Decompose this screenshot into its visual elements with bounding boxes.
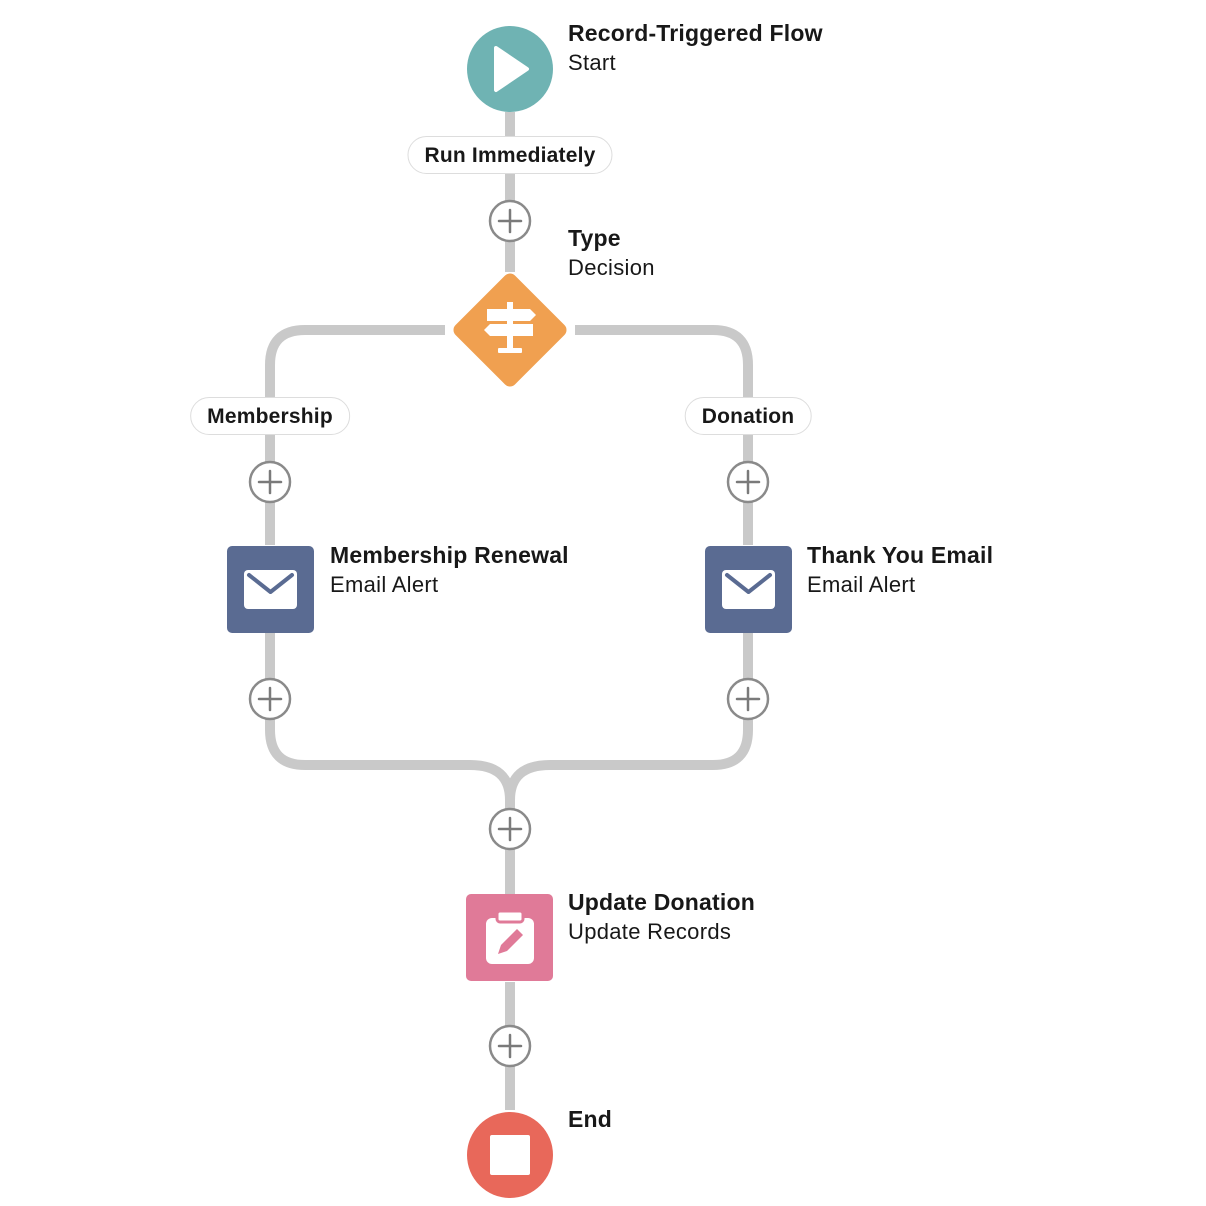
thank-you-email-node[interactable] [705, 546, 792, 633]
update-donation-node[interactable] [466, 894, 553, 981]
membership-renewal-node-label: Membership Renewal Email Alert [330, 541, 569, 599]
add-element-button-donation[interactable] [726, 460, 770, 504]
connector-left-branch-merge [265, 633, 515, 801]
update-donation-node-label: Update Donation Update Records [568, 888, 755, 946]
end-node[interactable] [467, 1112, 553, 1198]
start-node-title: Record-Triggered Flow [568, 20, 823, 46]
connector-decision-left-branch [265, 325, 445, 545]
start-node[interactable] [467, 26, 553, 112]
envelope-icon [244, 570, 297, 609]
decision-node[interactable] [451, 271, 570, 390]
update-donation-subtitle: Update Records [568, 919, 732, 944]
membership-renewal-node[interactable] [227, 546, 314, 633]
start-node-label: Record-Triggered Flow Start [568, 19, 823, 77]
clipboard-edit-icon [486, 909, 534, 964]
decision-node-subtitle: Decision [568, 255, 655, 280]
outcome-pill-membership[interactable]: Membership [190, 397, 350, 435]
thank-you-email-title: Thank You Email [807, 542, 994, 568]
thank-you-email-node-label: Thank You Email Email Alert [807, 541, 993, 599]
start-node-subtitle: Start [568, 50, 616, 75]
add-element-button-membership[interactable] [248, 460, 292, 504]
add-element-button-after-thank-you-email[interactable] [726, 677, 770, 721]
thank-you-email-subtitle: Email Alert [807, 572, 916, 597]
membership-renewal-title: Membership Renewal [330, 542, 569, 568]
run-immediately-pill[interactable]: Run Immediately [407, 136, 613, 174]
envelope-icon [722, 570, 775, 609]
decision-node-title: Type [568, 225, 621, 251]
end-node-title: End [568, 1106, 613, 1132]
update-donation-title: Update Donation [568, 889, 755, 915]
add-element-button-after-merge[interactable] [488, 807, 532, 851]
connector-right-branch-merge [505, 633, 753, 801]
add-element-button-before-end[interactable] [488, 1024, 532, 1068]
signpost-icon [484, 302, 536, 353]
add-element-button-after-membership-renewal[interactable] [248, 677, 292, 721]
stop-icon [490, 1135, 530, 1175]
add-element-button-1[interactable] [488, 199, 532, 243]
membership-renewal-subtitle: Email Alert [330, 572, 439, 597]
end-node-label: End [568, 1105, 612, 1134]
connector-decision-right-branch [575, 325, 753, 545]
outcome-pill-donation[interactable]: Donation [684, 397, 812, 435]
play-icon [494, 46, 529, 92]
decision-node-label: Type Decision [568, 224, 655, 282]
